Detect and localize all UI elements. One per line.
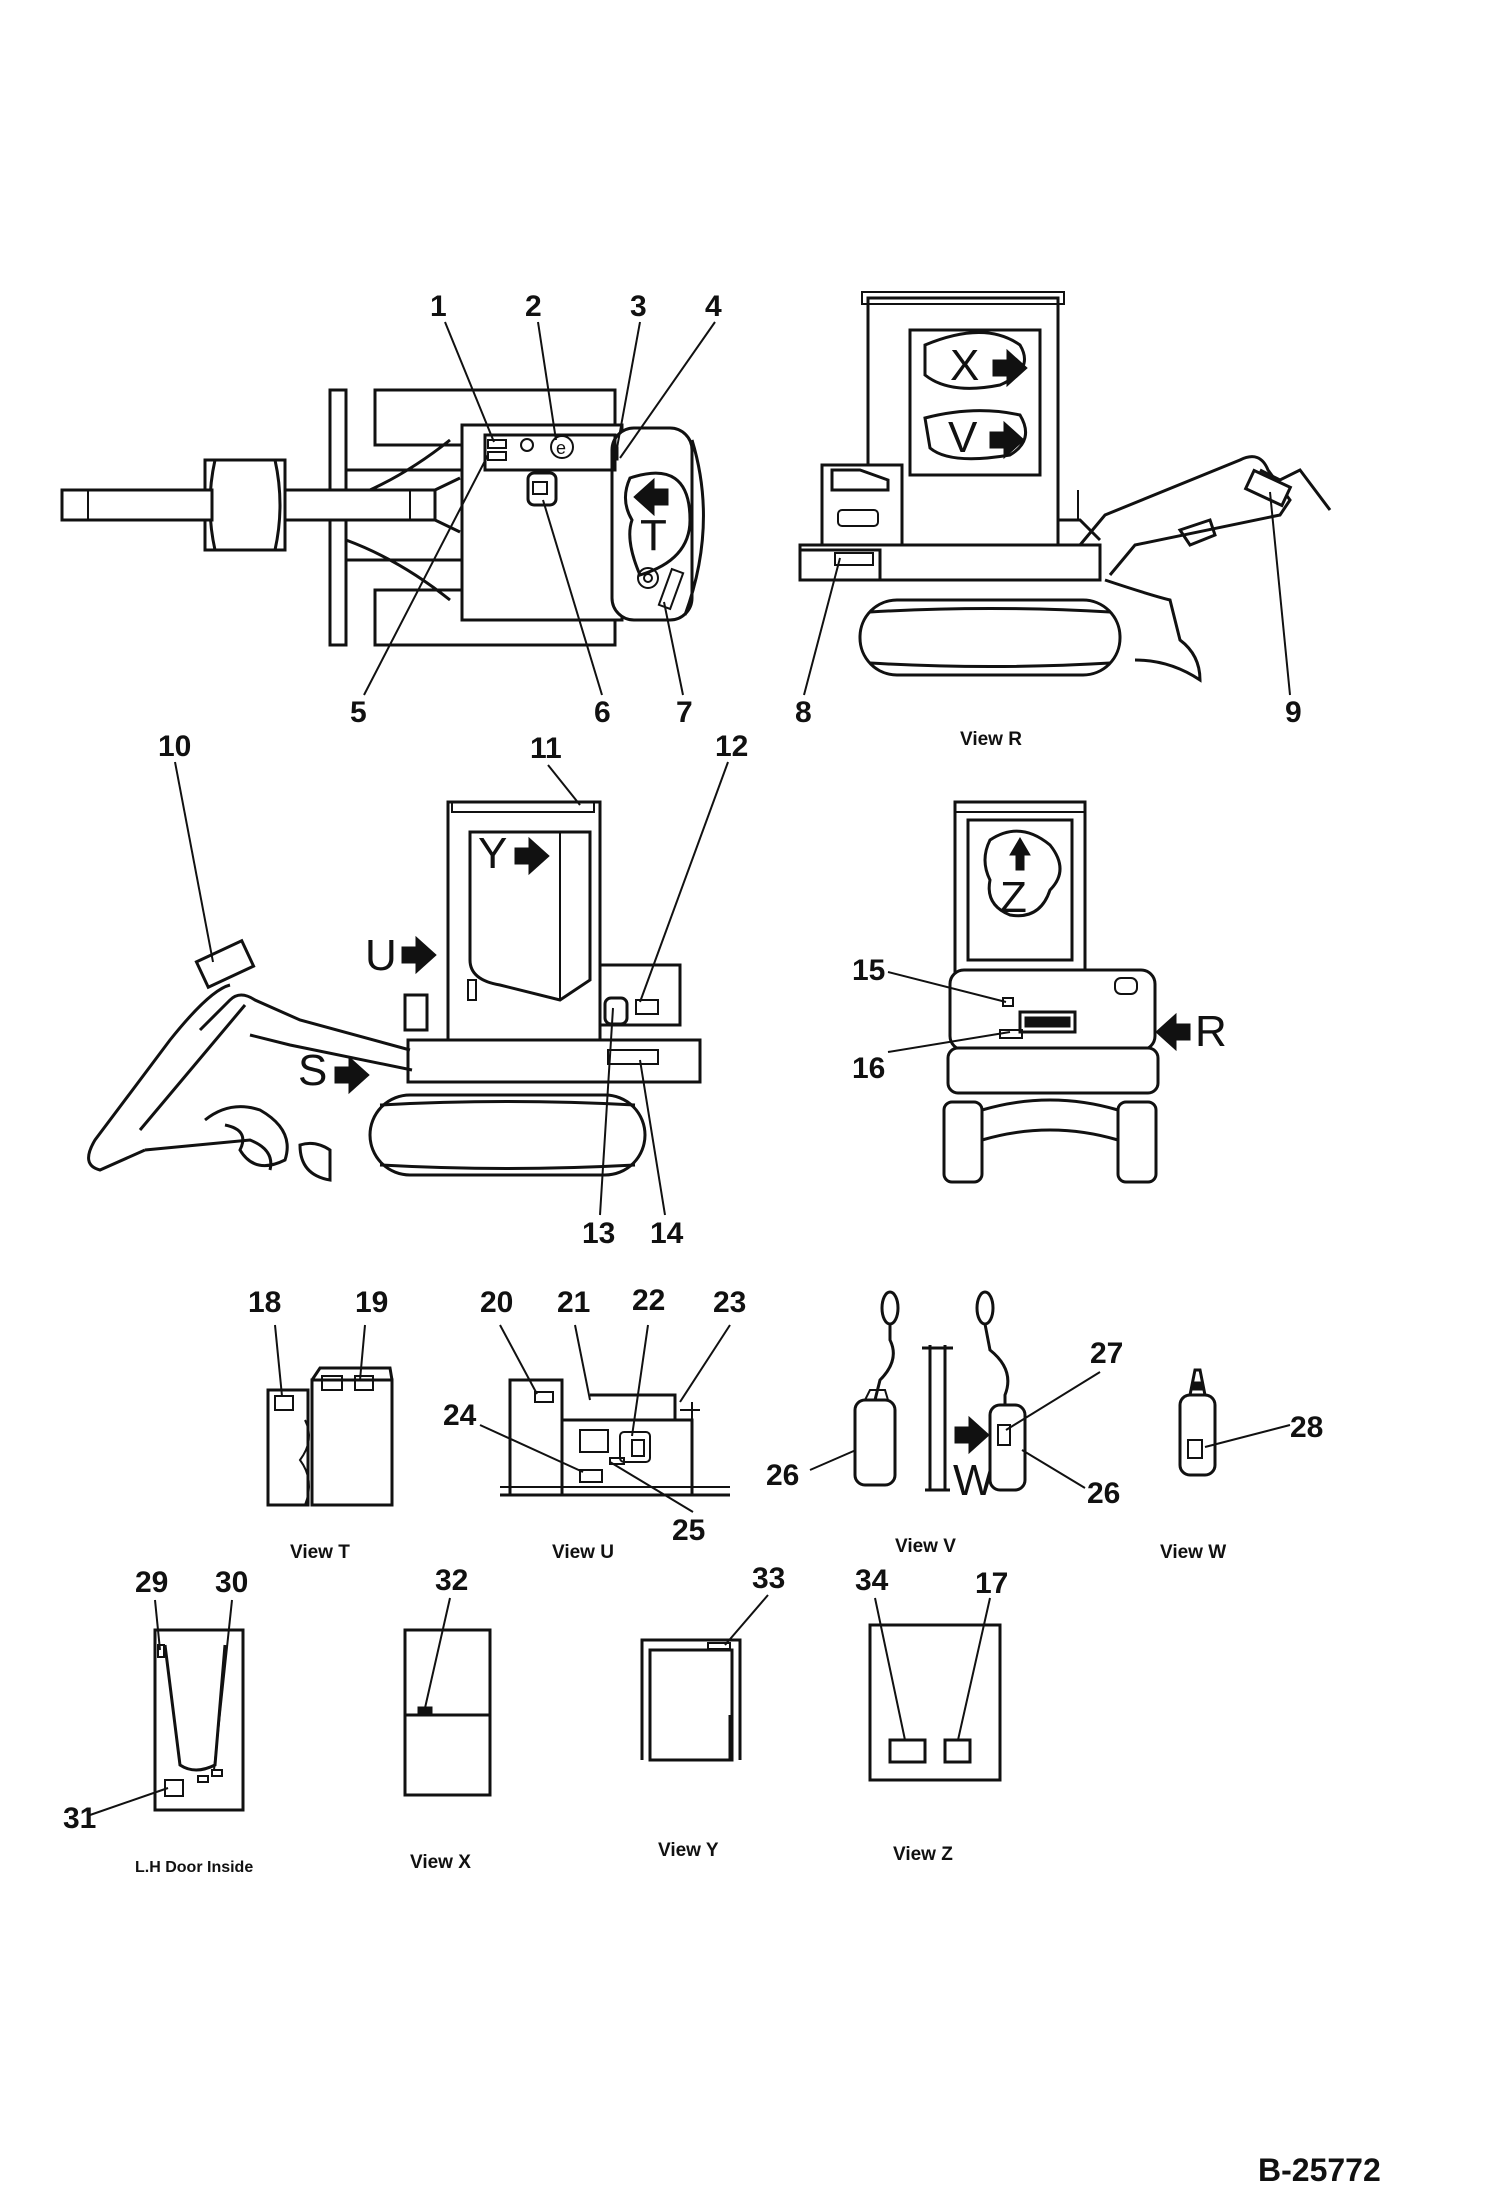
caption-view-z: View Z bbox=[893, 1844, 953, 1865]
side-view-right: X V bbox=[798, 291, 1332, 683]
callout-11: 11 bbox=[530, 732, 562, 765]
callout-22: 22 bbox=[632, 1284, 665, 1317]
caption-view-x: View X bbox=[410, 1852, 471, 1873]
view-letter-z: Z bbox=[1000, 873, 1027, 922]
view-letter-t: T bbox=[640, 511, 667, 560]
callout-9: 9 bbox=[1285, 696, 1302, 729]
callout-5: 5 bbox=[350, 696, 367, 729]
callout-26-right: 26 bbox=[1087, 1477, 1120, 1510]
callout-3: 3 bbox=[630, 290, 647, 323]
caption-lh-door-inside: L.H Door Inside bbox=[135, 1859, 253, 1876]
callout-27: 27 bbox=[1090, 1337, 1123, 1370]
callout-10: 10 bbox=[158, 730, 191, 763]
callout-23: 23 bbox=[713, 1286, 746, 1319]
callout-12: 12 bbox=[715, 730, 748, 763]
callout-16: 16 bbox=[852, 1052, 885, 1085]
callout-2: 2 bbox=[525, 290, 542, 323]
svg-text:e: e bbox=[556, 438, 566, 458]
view-letter-x: X bbox=[950, 341, 979, 390]
caption-view-u: View U bbox=[552, 1542, 614, 1563]
view-captions: View R View T View U View V View W View … bbox=[135, 729, 1226, 1876]
callout-30: 30 bbox=[215, 1566, 248, 1599]
callout-28: 28 bbox=[1290, 1411, 1323, 1444]
callout-34: 34 bbox=[855, 1564, 889, 1597]
caption-view-v: View V bbox=[895, 1536, 956, 1557]
leader-lines bbox=[89, 321, 1291, 1816]
callout-20: 20 bbox=[480, 1286, 513, 1319]
callout-25: 25 bbox=[672, 1514, 705, 1547]
callout-7: 7 bbox=[676, 696, 693, 729]
caption-view-y: View Y bbox=[658, 1840, 719, 1861]
side-view-left: Y U S bbox=[87, 800, 702, 1182]
view-x-drawing bbox=[403, 1628, 492, 1797]
callout-21: 21 bbox=[557, 1286, 590, 1319]
view-letter-u: U bbox=[365, 931, 397, 980]
view-z-drawing bbox=[868, 1623, 1002, 1782]
callout-13: 13 bbox=[582, 1217, 615, 1250]
callout-17: 17 bbox=[975, 1567, 1008, 1600]
callout-numbers: 1 2 3 4 5 6 7 8 9 10 11 12 13 14 15 16 1… bbox=[63, 290, 1323, 1835]
callout-24: 24 bbox=[443, 1399, 477, 1432]
view-letter-r: R bbox=[1195, 1007, 1227, 1056]
drawing-number: B-25772 bbox=[1258, 2152, 1381, 2188]
view-t-drawing bbox=[266, 1366, 394, 1507]
view-u-drawing bbox=[500, 1378, 730, 1497]
view-letter-v: V bbox=[948, 413, 978, 462]
rear-view: Z R bbox=[942, 800, 1227, 1184]
callout-32: 32 bbox=[435, 1564, 468, 1597]
caption-view-r: View R bbox=[960, 729, 1022, 750]
top-view-machine: e T bbox=[60, 388, 705, 647]
view-v-drawing: W bbox=[853, 1290, 1027, 1505]
view-w-drawing bbox=[1178, 1368, 1217, 1477]
view-letter-s: S bbox=[298, 1046, 327, 1095]
callout-15: 15 bbox=[852, 954, 885, 987]
callout-31: 31 bbox=[63, 1802, 96, 1835]
view-letter-y: Y bbox=[478, 829, 507, 878]
callout-33: 33 bbox=[752, 1562, 785, 1595]
callout-14: 14 bbox=[650, 1217, 684, 1250]
callout-29: 29 bbox=[135, 1566, 168, 1599]
lh-door-inside-drawing bbox=[153, 1628, 245, 1812]
callout-18: 18 bbox=[248, 1286, 281, 1319]
caption-view-w: View W bbox=[1160, 1542, 1226, 1563]
callout-4: 4 bbox=[705, 290, 722, 323]
view-y-drawing bbox=[640, 1638, 742, 1762]
caption-view-t: View T bbox=[290, 1542, 350, 1563]
view-letter-w: W bbox=[953, 1456, 995, 1505]
callout-19: 19 bbox=[355, 1286, 388, 1319]
callout-8: 8 bbox=[795, 696, 812, 729]
callout-26-left: 26 bbox=[766, 1459, 799, 1492]
callout-6: 6 bbox=[594, 696, 611, 729]
callout-1: 1 bbox=[430, 290, 447, 323]
